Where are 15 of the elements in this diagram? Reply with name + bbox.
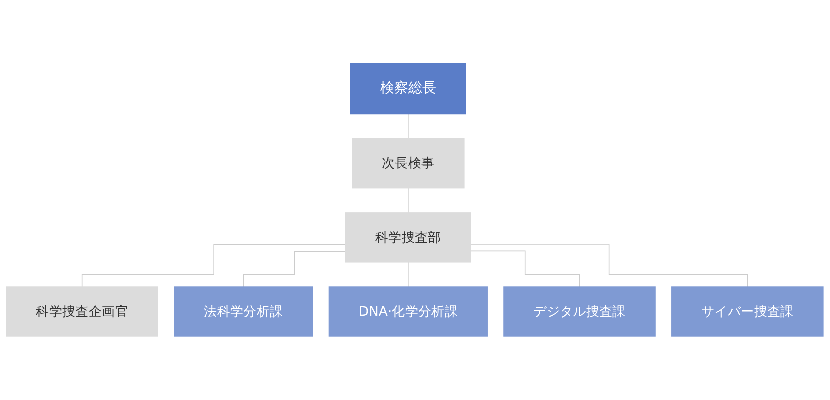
connector xyxy=(408,188,409,214)
connector xyxy=(82,244,346,288)
connector xyxy=(470,250,580,288)
node-box: DNA·化学分析課 xyxy=(328,286,488,337)
node-box: 検察総長 xyxy=(350,63,466,115)
connector xyxy=(243,251,346,288)
node-box: デジタル捜査課 xyxy=(504,286,656,337)
connector xyxy=(408,114,409,140)
connector xyxy=(470,244,748,288)
node-box: 科学捜査企画官 xyxy=(6,286,158,337)
node-box: 法科学分析課 xyxy=(174,286,314,337)
node-box: 次長検事 xyxy=(352,138,465,189)
connector xyxy=(408,262,409,288)
node-box: サイバー捜査課 xyxy=(672,286,824,337)
node-box: 科学捜査部 xyxy=(345,212,472,263)
